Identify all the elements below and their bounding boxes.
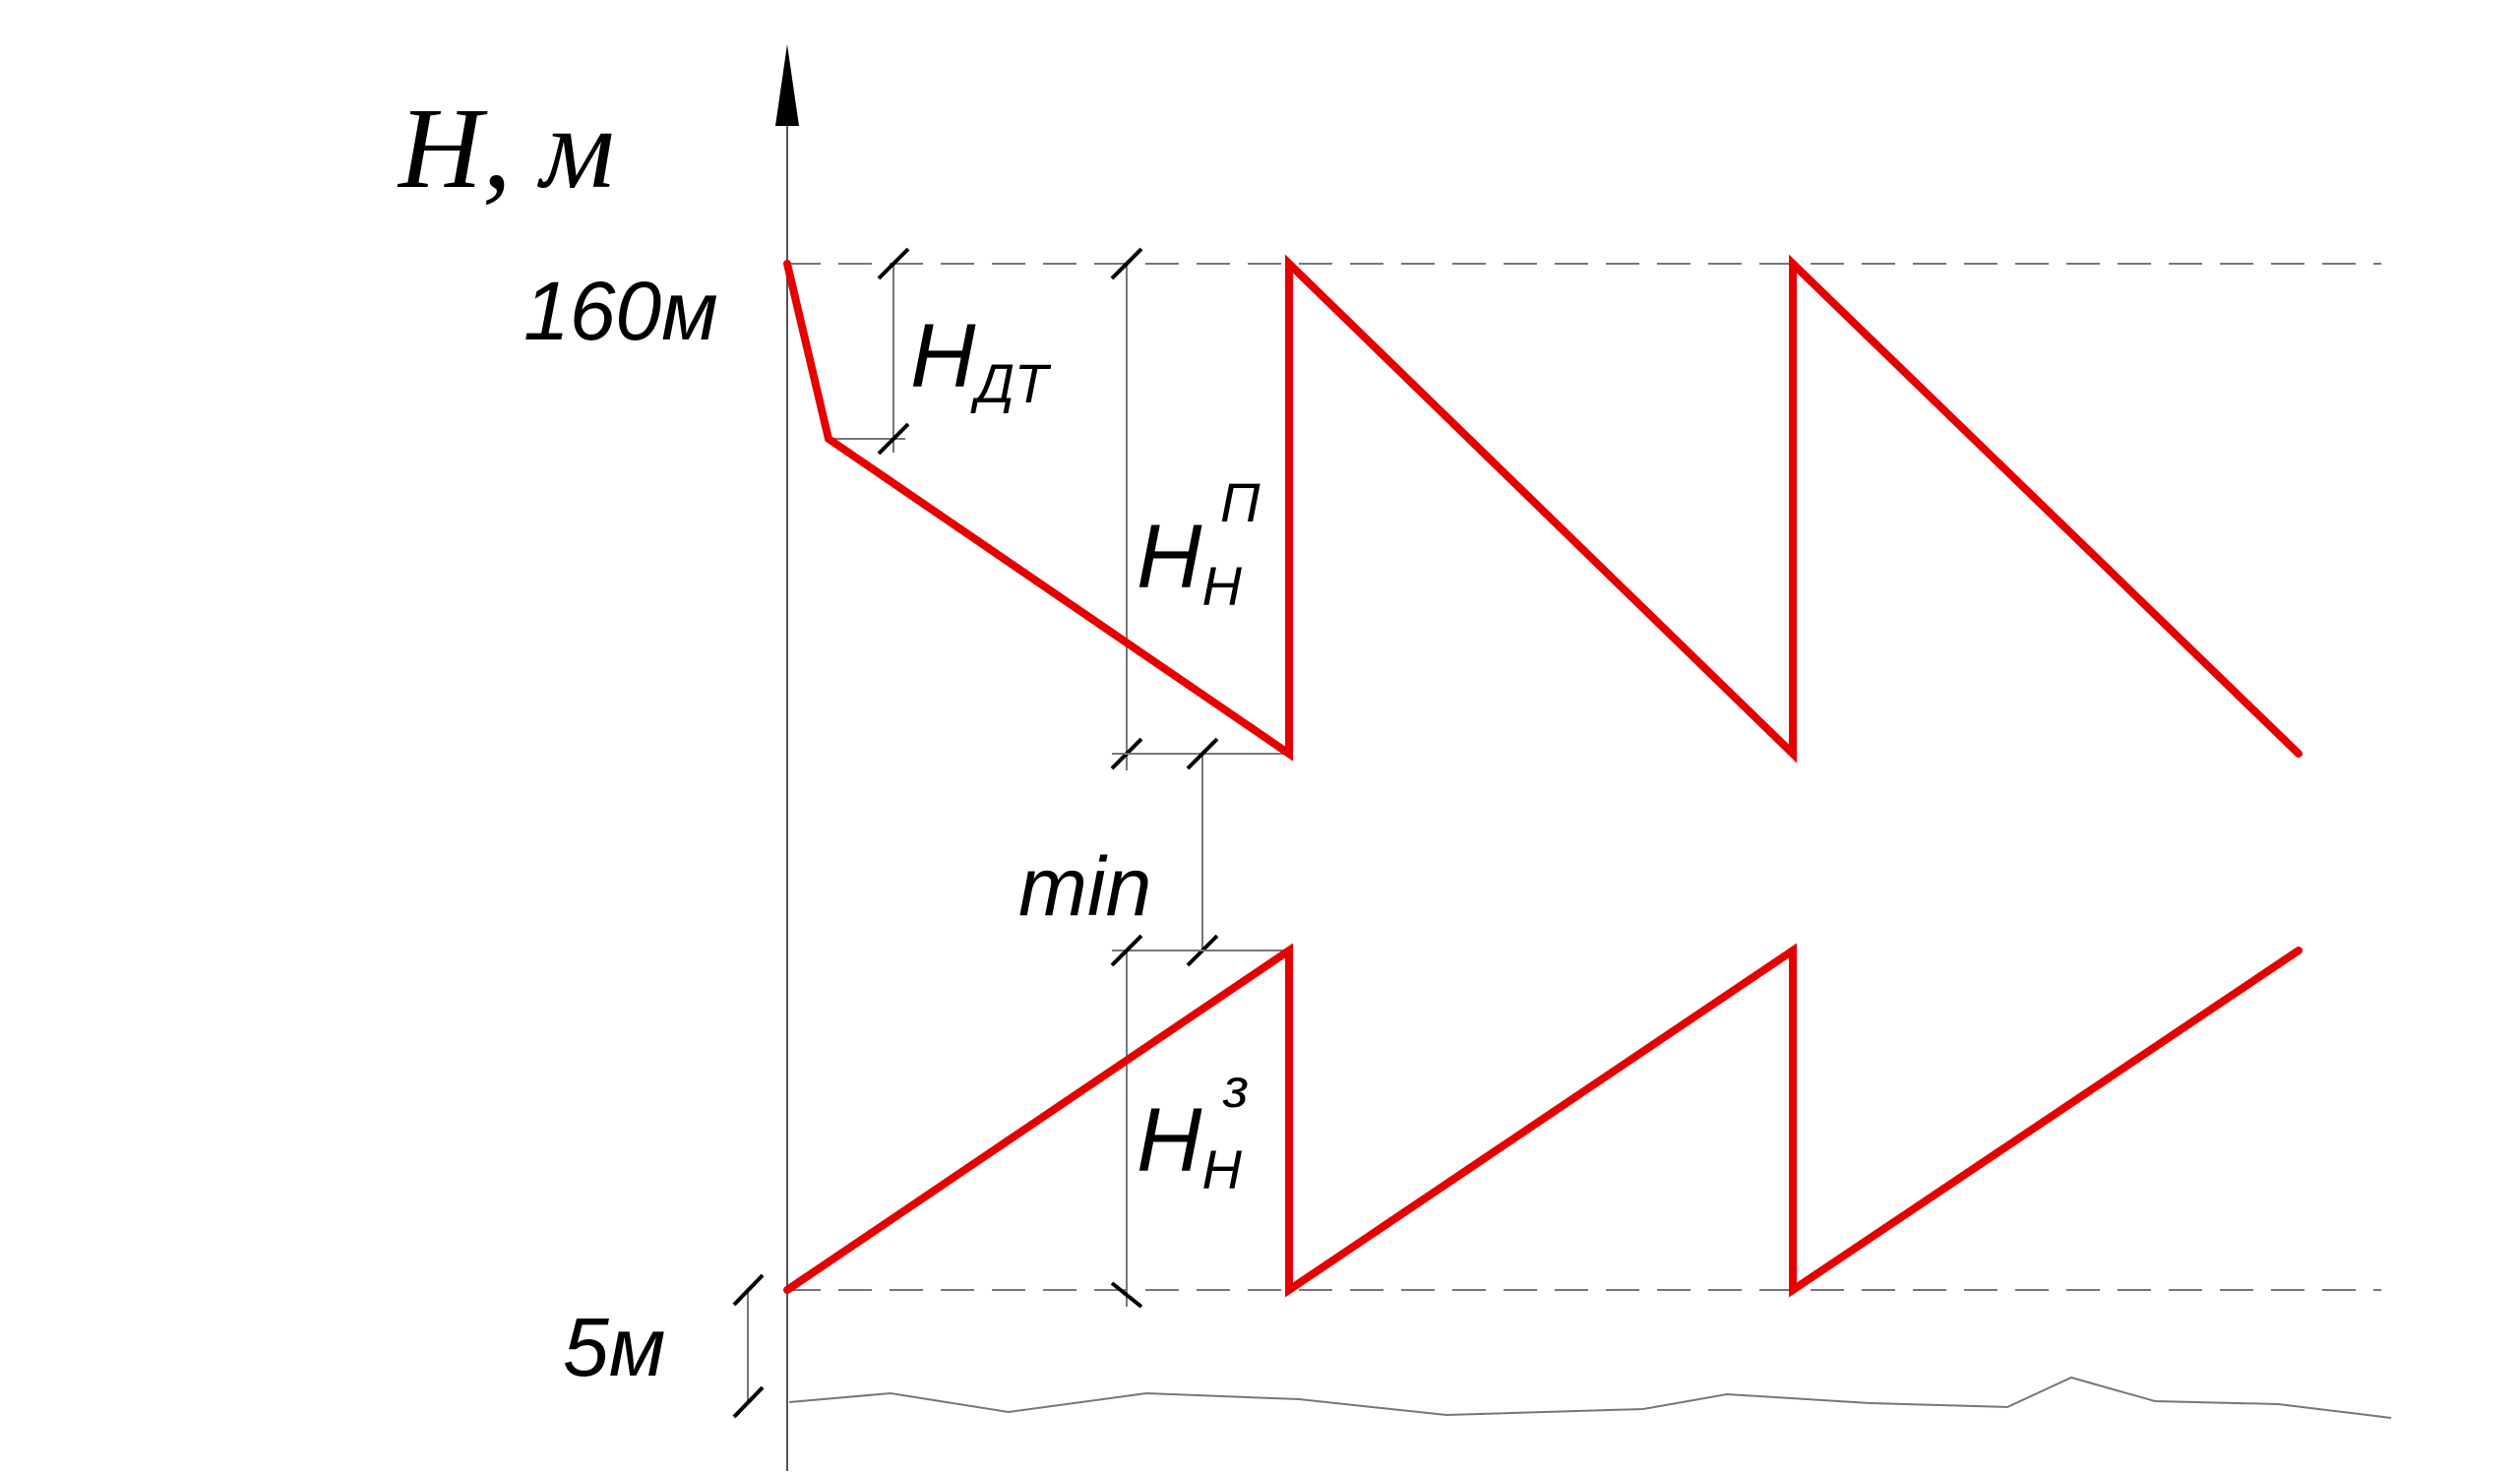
dim-min-tick-top xyxy=(1186,737,1219,770)
upper-sawtooth-curve xyxy=(783,254,2303,764)
dim-hdt-tick-bottom xyxy=(877,422,910,456)
dim-hnz-tick-bottom xyxy=(1110,1281,1143,1309)
label-hn-p: HН xyxy=(1137,507,1242,617)
level-label-bottom: 5м xyxy=(563,1301,665,1393)
label-hn-z: HН xyxy=(1137,1090,1242,1200)
dim-hnp-tick-top xyxy=(1110,247,1143,280)
axis-title: H, м xyxy=(397,84,615,213)
label-hn-p-superscript: П xyxy=(1220,471,1260,533)
dim-5m-tick-top xyxy=(732,1273,765,1307)
dim-hnz-tick-top xyxy=(1110,934,1143,967)
label-min: min xyxy=(1018,840,1151,933)
dim-hdt-tick-top xyxy=(877,247,910,280)
ground-profile xyxy=(788,1376,2392,1419)
axis-arrow-icon xyxy=(775,44,799,126)
level-label-top: 160м xyxy=(523,265,718,357)
label-hn-z-superscript: з xyxy=(1222,1057,1249,1119)
dim-5m-tick-bottom xyxy=(732,1385,765,1419)
lower-sawtooth-curve xyxy=(783,943,2303,1298)
label-h-dt: HДТ xyxy=(910,306,1052,414)
